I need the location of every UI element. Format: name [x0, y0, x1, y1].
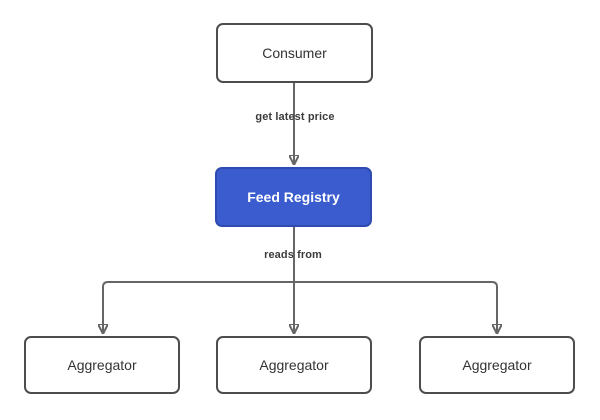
- node-feed-registry-label: Feed Registry: [247, 189, 340, 205]
- node-aggregator-left-label: Aggregator: [67, 357, 137, 373]
- node-consumer: Consumer: [216, 23, 373, 83]
- node-aggregator-middle-label: Aggregator: [259, 357, 329, 373]
- edge-label-reads-from: reads from: [264, 249, 322, 261]
- node-aggregator-left: Aggregator: [24, 336, 180, 394]
- node-feed-registry: Feed Registry: [215, 167, 372, 227]
- connector-registry-to-aggregator-left: [103, 281, 294, 333]
- node-consumer-label: Consumer: [262, 45, 327, 61]
- node-aggregator-right-label: Aggregator: [462, 357, 532, 373]
- node-aggregator-middle: Aggregator: [216, 336, 372, 394]
- edge-label-get-latest-price: get latest price: [255, 111, 335, 123]
- node-aggregator-right: Aggregator: [419, 336, 575, 394]
- connector-registry-to-aggregator-right: [294, 281, 497, 333]
